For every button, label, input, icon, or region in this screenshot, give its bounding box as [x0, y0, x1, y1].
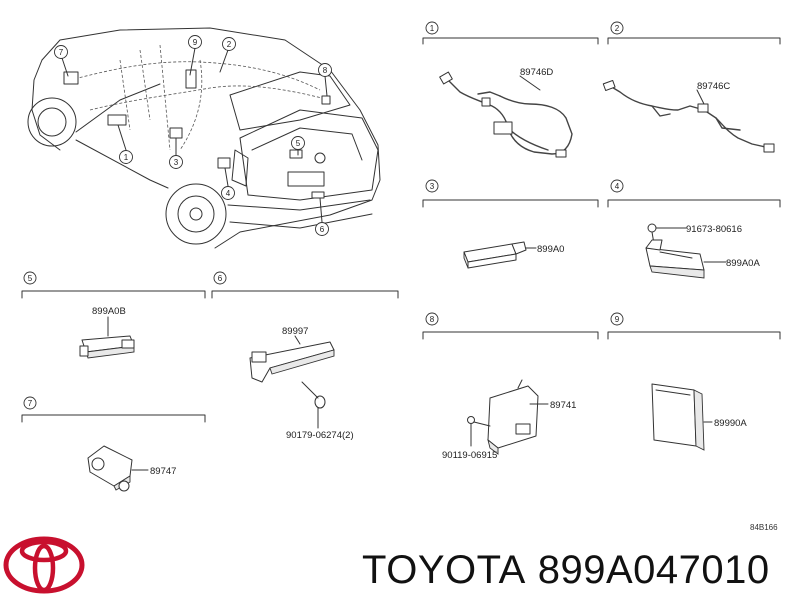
- section-1: 1 89746D: [422, 21, 599, 158]
- svg-text:3: 3: [174, 158, 179, 167]
- section-7: 7 89747: [21, 396, 206, 492]
- part-code: 89747: [150, 466, 176, 477]
- wire-harness-89746d[interactable]: [439, 71, 573, 158]
- part-code: 89997: [282, 326, 308, 337]
- section-6: 6 89997 90179-06274(2): [211, 271, 399, 441]
- svg-text:6: 6: [320, 225, 325, 234]
- section-index: 2: [615, 24, 620, 33]
- section-3: 3 899A0: [422, 179, 599, 269]
- svg-text:2: 2: [227, 40, 232, 49]
- overview-callout[interactable]: 1: [119, 150, 133, 164]
- part-code: 89741: [550, 400, 576, 411]
- part-code: 91673-80616: [686, 224, 742, 235]
- antenna-module-899a0b[interactable]: [79, 335, 135, 359]
- section-index: 4: [615, 182, 620, 191]
- section-index: 8: [430, 315, 435, 324]
- car-overview: [27, 27, 381, 249]
- svg-text:1: 1: [124, 153, 129, 162]
- part-code: 899A0B: [92, 306, 126, 317]
- overview-callout[interactable]: 9: [188, 35, 202, 49]
- section-5: 5 899A0B: [21, 271, 206, 359]
- section-index: 1: [430, 24, 435, 33]
- part-code: 899A0: [537, 244, 564, 255]
- part-code: 90119-06915: [442, 450, 497, 461]
- part-code: 90179-06274(2): [286, 430, 354, 441]
- overview-callout[interactable]: 6: [315, 222, 329, 236]
- part-code: 89746C: [697, 81, 730, 92]
- wire-harness-89746c[interactable]: [602, 79, 775, 153]
- overview-callout-leaders: [61, 47, 328, 223]
- section-index: 3: [430, 182, 435, 191]
- section-index: 9: [615, 315, 620, 324]
- svg-text:7: 7: [59, 48, 64, 57]
- section-index: 5: [28, 274, 33, 283]
- brand-name: TOYOTA: [362, 548, 526, 592]
- part-number: 899A047010: [537, 548, 770, 592]
- overview-callout[interactable]: 7: [54, 45, 68, 59]
- part-code: 89990A: [714, 418, 747, 429]
- section-8: 8 90119-06915 89741: [422, 312, 599, 461]
- section-9: 9 89990A: [607, 312, 781, 451]
- section-index: 7: [28, 399, 33, 408]
- part-code: 899A0A: [726, 258, 760, 269]
- sensor-89747[interactable]: [87, 445, 133, 492]
- section-2: 2 89746C: [602, 21, 781, 153]
- handle-sensor-89997[interactable]: [249, 341, 335, 383]
- svg-text:5: 5: [296, 139, 301, 148]
- antenna-module-899a0[interactable]: [463, 241, 527, 269]
- overview-callouts: 7 9 2 8 5 1 3 4 6: [54, 35, 332, 236]
- overview-callout[interactable]: 2: [222, 37, 236, 51]
- ecu-89990a[interactable]: [651, 383, 705, 451]
- control-unit-89741[interactable]: [487, 379, 539, 455]
- section-index: 6: [218, 274, 223, 283]
- svg-text:4: 4: [226, 189, 231, 198]
- antenna-module-899a0a[interactable]: [645, 239, 705, 279]
- overview-callout[interactable]: 4: [221, 186, 235, 200]
- svg-text:9: 9: [193, 38, 198, 47]
- part-code: 89746D: [520, 67, 553, 78]
- diagram-code: 84B166: [750, 523, 778, 532]
- toyota-emblem-icon: [3, 536, 85, 594]
- overview-callout[interactable]: 8: [318, 63, 332, 77]
- svg-text:8: 8: [323, 66, 328, 75]
- clip-90179[interactable]: [314, 395, 326, 409]
- overview-callout[interactable]: 5: [291, 136, 305, 150]
- overview-callout[interactable]: 3: [169, 155, 183, 169]
- section-4: 4 91673-80616 899A0A: [607, 179, 781, 279]
